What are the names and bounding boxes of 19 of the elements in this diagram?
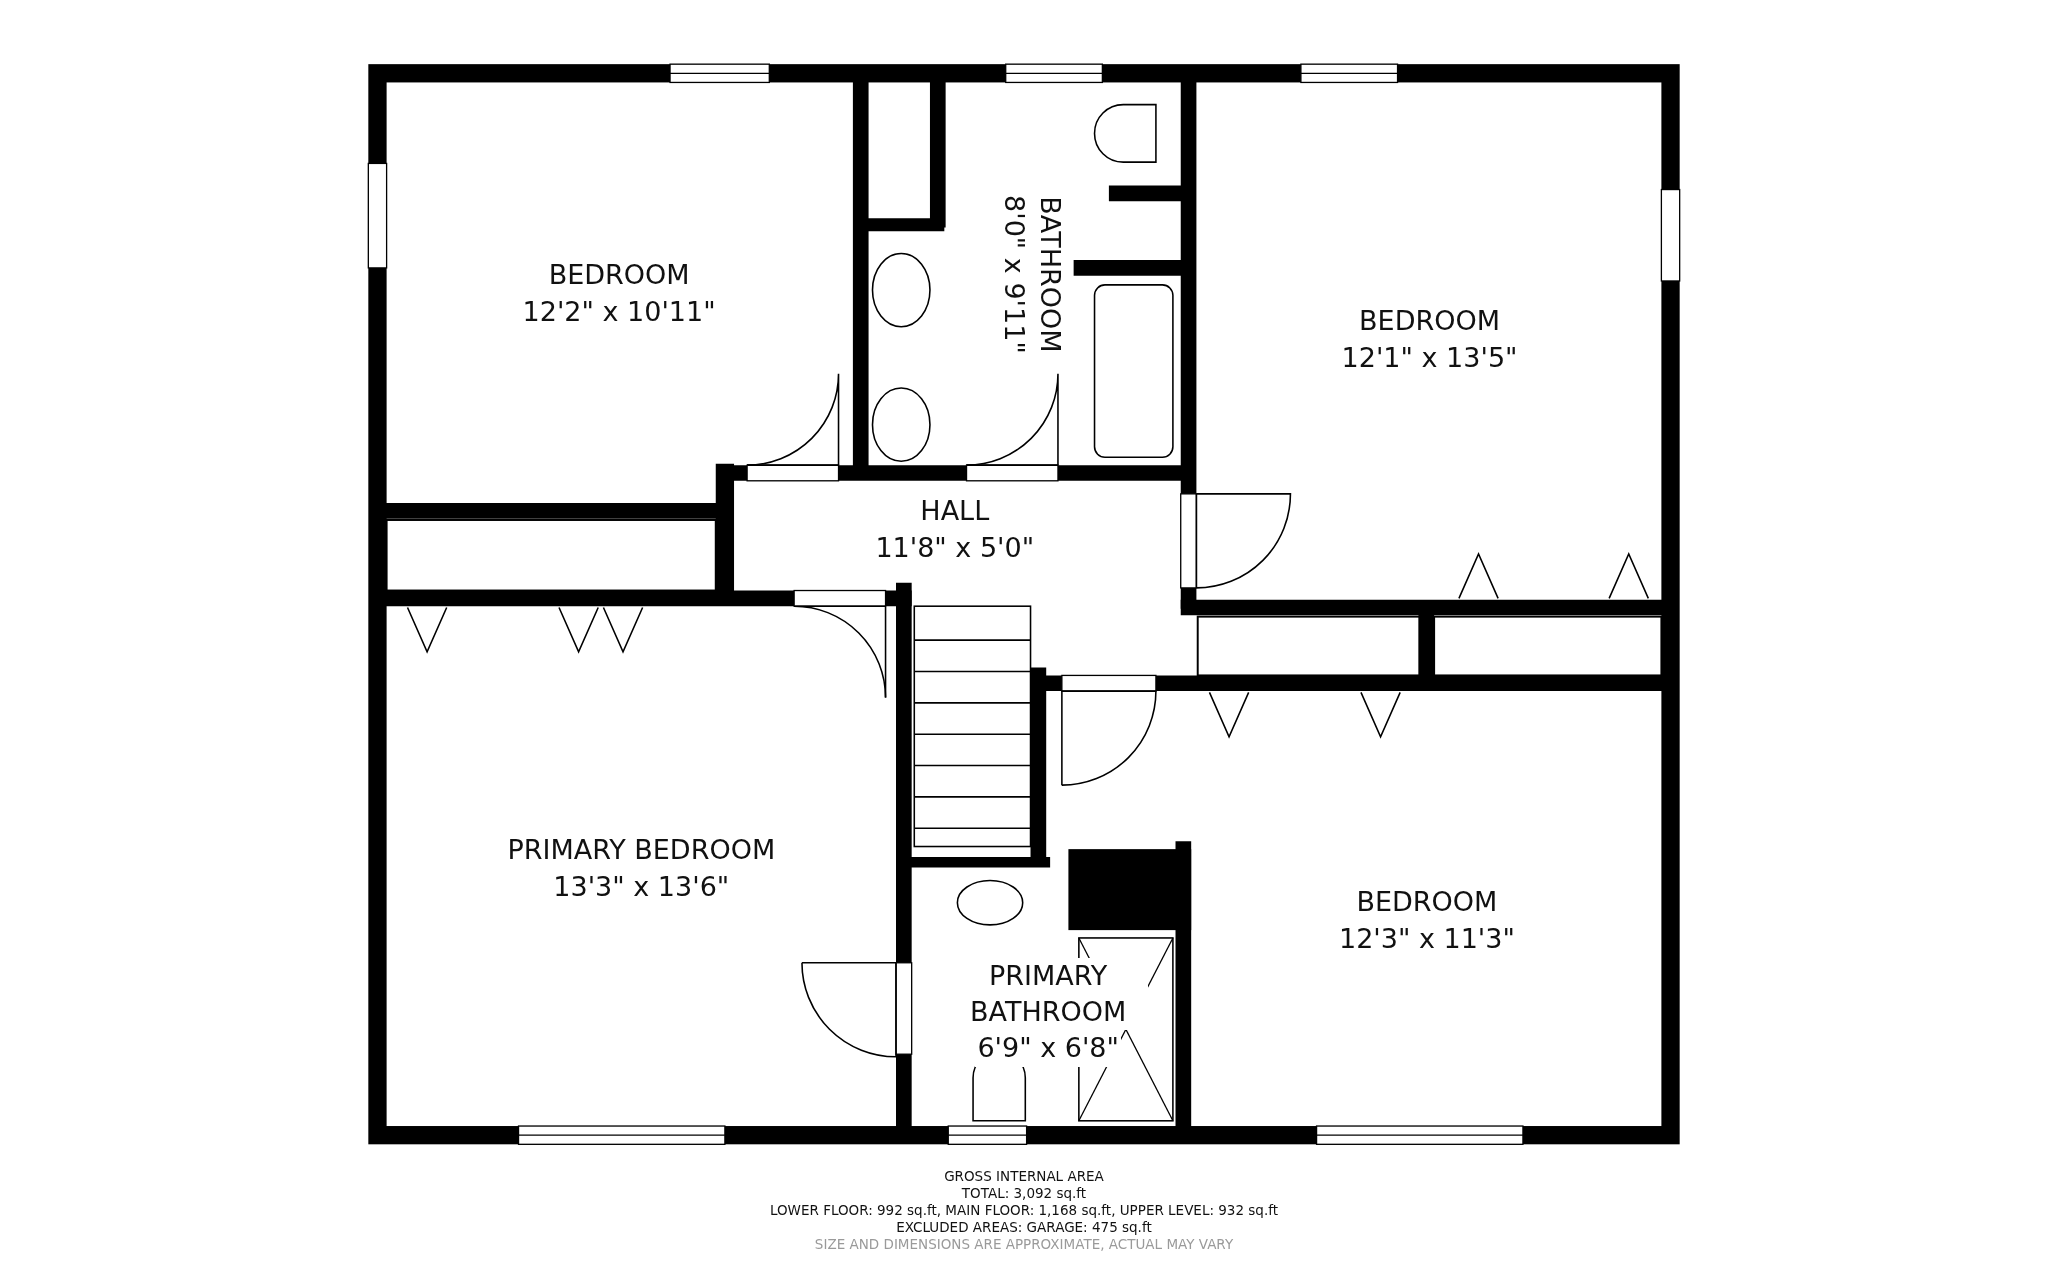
node-label: PRIMARY BATHROOM [970,959,1127,1028]
area-summary-heading: GROSS INTERNAL AREA [944,1168,1104,1184]
room-name: BEDROOM [1356,885,1498,920]
room-dimensions: 12'1" x 13'5" [1341,340,1518,375]
area-summary-line: TOTAL: 3,092 sq.ft [961,1185,1087,1201]
room-dimensions: 11'8" x 5'0" [875,530,1035,565]
room-dimensions: 12'2" x 10'11" [522,294,716,329]
room-name: HALL [920,494,990,529]
area-summary-line: LOWER FLOOR: 992 sq.ft, MAIN FLOOR: 1,168 sq.ft, UPPER LEVEL: 932 sq.ft [769,1202,1279,1218]
area-summary-line: EXCLUDED AREAS: GARAGE: 475 sq.ft [896,1219,1152,1235]
room-dimensions: 13'3" x 13'6" [553,869,730,904]
room-name: PRIMARY BEDROOM [507,833,776,868]
room-name: BEDROOM [548,258,690,293]
room-dimensions: 6'9" x 6'8" [975,1030,1121,1067]
disclaimer-note: SIZE AND DIMENSIONS ARE APPROXIMATE, ACTUAL MAY VARY [814,1236,1234,1252]
room-dimensions: 8'0" x 9'11" [997,194,1031,354]
room-name: BEDROOM [1359,304,1500,339]
room-name: BATHROOM [1034,196,1068,353]
room-dimensions: 12'3" x 11'3" [1338,921,1515,956]
